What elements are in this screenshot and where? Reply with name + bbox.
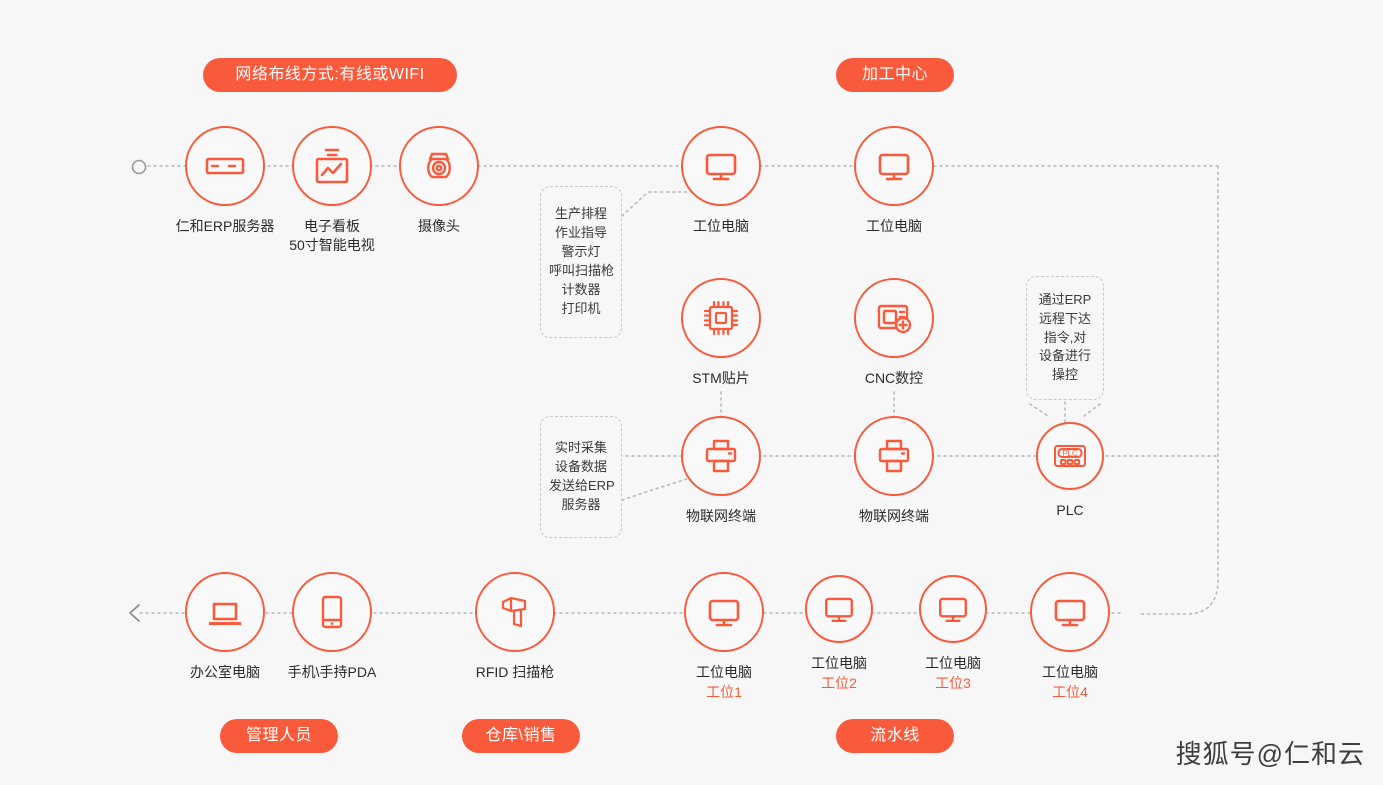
note-line: 通过ERP [1038, 291, 1092, 307]
monitor-icon [684, 572, 764, 652]
note-line: 打印机 [561, 300, 601, 316]
dashboard-tv-icon [292, 126, 372, 206]
scanner-gun-icon [475, 572, 555, 652]
watermark: 搜狐号@仁和云 [1175, 739, 1365, 769]
note-realtime-collection: 实时采集 设备数据 发送给ERP 服务器 [540, 416, 622, 538]
cnc-icon [854, 278, 934, 358]
chip-icon [681, 278, 761, 358]
node-label: 工位电脑 [811, 655, 867, 671]
node-sublabel: 工位3 [935, 675, 971, 692]
node-label: 工位电脑 [693, 218, 749, 234]
node-stm-smt[interactable]: STM贴片 [661, 278, 781, 387]
camera-icon [399, 126, 479, 206]
node-cnc[interactable]: CNC数控 [834, 278, 954, 387]
node-camera[interactable]: 摄像头 [379, 126, 499, 235]
wire-note-remote-left [1029, 403, 1049, 417]
node-label: CNC数控 [864, 370, 924, 386]
node-label: 物联网终端 [686, 508, 756, 524]
monitor-icon [1030, 572, 1110, 652]
server-icon [185, 126, 265, 206]
node-label: 物联网终端 [859, 508, 929, 524]
note-line: 服务器 [561, 496, 601, 512]
plc-icon: PLC [1036, 422, 1104, 490]
tablet-icon [292, 572, 372, 652]
monitor-icon [681, 126, 761, 206]
printer-icon [681, 416, 761, 496]
node-rfid-scanner[interactable]: RFID 扫描枪 [455, 572, 575, 681]
note-line: 实时采集 [554, 440, 607, 456]
note-line: 作业指导 [554, 225, 607, 241]
node-label: 仁和ERP服务器 [175, 218, 275, 234]
node-iot-terminal-1[interactable]: 物联网终端 [661, 416, 781, 525]
node-label: 手机\手持PDA [287, 664, 377, 680]
tag-management-staff[interactable]: 管理人员 [220, 719, 338, 753]
note-line: 远程下达 [1038, 310, 1091, 326]
tag-warehouse-sales[interactable]: 仓库\销售 [462, 719, 580, 753]
node-label: 工位电脑 [696, 664, 752, 680]
monitor-icon [805, 575, 873, 643]
monitor-icon [854, 126, 934, 206]
node-label: 电子看板 [304, 218, 360, 234]
laptop-icon [185, 572, 265, 652]
note-line: 发送给ERP [549, 478, 615, 493]
node-label: 工位电脑 [866, 218, 922, 234]
node-label: 工位电脑 [1042, 664, 1098, 680]
printer-icon [854, 416, 934, 496]
node-station-pc-1[interactable]: 工位电脑 工位1 [664, 572, 784, 702]
tag-network-wiring[interactable]: 网络布线方式:有线或WIFI [203, 58, 457, 92]
note-line: 呼叫扫描枪 [549, 263, 615, 278]
node-label: 摄像头 [418, 218, 460, 234]
node-plc[interactable]: PLC PLC [1010, 422, 1130, 519]
node-label: RFID 扫描枪 [475, 664, 555, 680]
node-station-pc-2[interactable]: 工位电脑 工位2 [779, 575, 899, 693]
wire-note-remote-right [1083, 403, 1101, 417]
node-office-pc[interactable]: 办公室电脑 [165, 572, 285, 681]
note-line: 操控 [1051, 367, 1078, 383]
node-sublabel: 50寸智能电视 [289, 237, 375, 254]
node-station-pc-top-1[interactable]: 工位电脑 [661, 126, 781, 235]
node-sublabel: 工位2 [821, 675, 857, 692]
node-iot-terminal-2[interactable]: 物联网终端 [834, 416, 954, 525]
node-label: PLC [1056, 502, 1084, 518]
note-production: 生产排程 作业指导 警示灯 呼叫扫描枪 计数器 打印机 [540, 186, 622, 338]
node-station-pc-top-2[interactable]: 工位电脑 [834, 126, 954, 235]
node-sublabel: 工位1 [706, 684, 742, 701]
node-station-pc-4[interactable]: 工位电脑 工位4 [1010, 572, 1130, 702]
svg-text:PLC: PLC [1062, 449, 1078, 458]
note-line: 计数器 [561, 281, 601, 297]
node-mobile-pda[interactable]: 手机\手持PDA [272, 572, 392, 681]
node-station-pc-3[interactable]: 工位电脑 工位3 [893, 575, 1013, 693]
tag-machining-center[interactable]: 加工中心 [836, 58, 954, 92]
node-sublabel: 工位4 [1052, 684, 1088, 701]
monitor-icon [919, 575, 987, 643]
back-chevron-icon [129, 604, 140, 622]
note-line: 设备数据 [554, 459, 607, 475]
note-line: 警示灯 [561, 244, 601, 260]
note-line: 设备进行 [1038, 348, 1091, 364]
node-erp-server[interactable]: 仁和ERP服务器 [165, 126, 285, 235]
node-label: 办公室电脑 [190, 664, 260, 680]
node-label: STM贴片 [692, 370, 750, 386]
node-label: 工位电脑 [925, 655, 981, 671]
tag-assembly-line[interactable]: 流水线 [836, 719, 954, 753]
note-line: 生产排程 [554, 206, 607, 222]
node-electronic-board[interactable]: 电子看板 50寸智能电视 [272, 126, 392, 255]
wire-right-rail [1139, 165, 1219, 615]
note-remote-control: 通过ERP 远程下达 指令,对 设备进行 操控 [1026, 276, 1104, 400]
note-line: 指令,对 [1043, 329, 1087, 345]
start-node-dot [131, 159, 147, 175]
